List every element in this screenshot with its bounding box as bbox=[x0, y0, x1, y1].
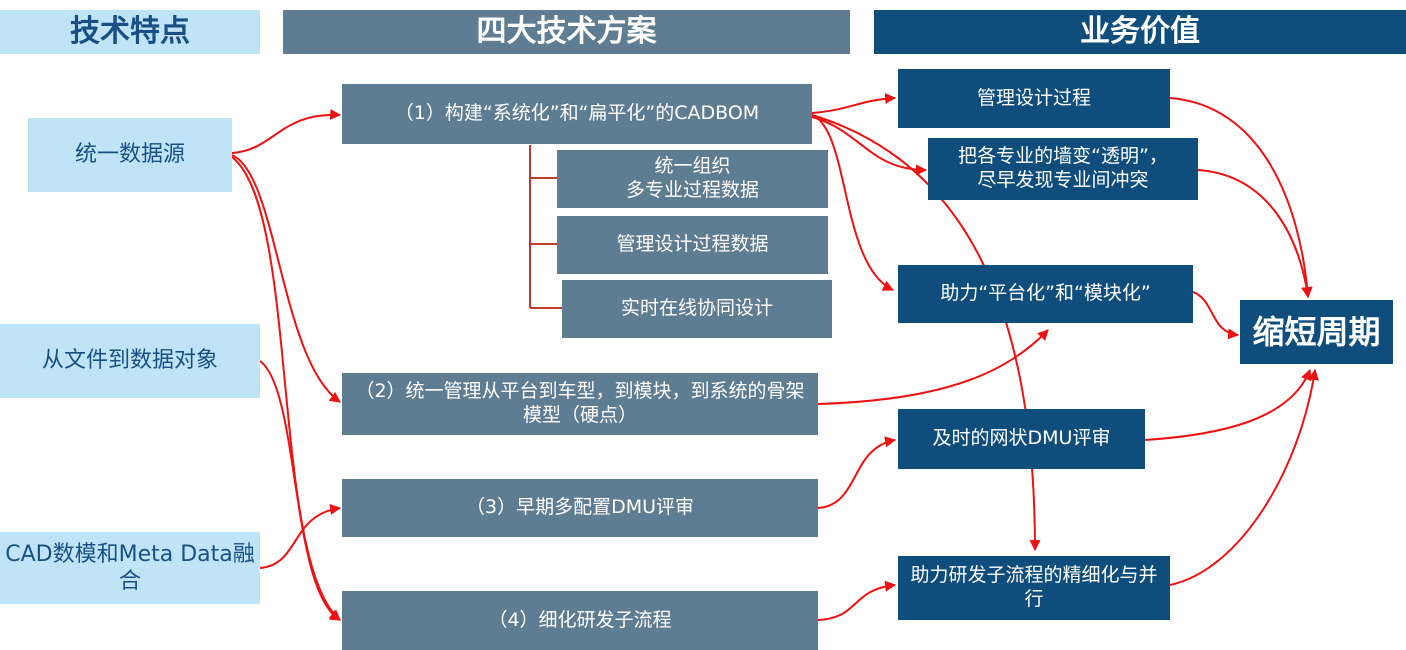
plan1-sub-unified-org: 统一组织 多专业过程数据 bbox=[557, 150, 828, 208]
arrow-feature2-plan4 bbox=[259, 360, 341, 621]
feature-file-to-data-object: 从文件到数据对象 bbox=[0, 324, 260, 398]
header-four-plans: 四大技术方案 bbox=[283, 10, 850, 54]
plan-1-cadbom: （1）构建“系统化”和“扁平化”的CADBOM bbox=[342, 84, 812, 144]
plan1-sub-realtime-collab: 实时在线协同设计 bbox=[562, 280, 832, 338]
plan-2-skeleton-model: （2）统一管理从平台到车型，到模块，到系统的骨架模型（硬点） bbox=[342, 373, 818, 435]
feature-unified-data-source: 统一数据源 bbox=[28, 118, 232, 192]
header-business-value: 业务价值 bbox=[874, 10, 1406, 54]
arrow-value2-outcome bbox=[1197, 169, 1313, 299]
arrow-feature3-plan3 bbox=[259, 503, 342, 569]
arrow-value4-outcome bbox=[1144, 368, 1312, 441]
arrow-plan1-value2 bbox=[811, 116, 928, 176]
value-transparent-walls: 把各专业的墙变“透明”， 尽早发现专业间冲突 bbox=[928, 138, 1198, 200]
outcome-shorten-cycle: 缩短周期 bbox=[1240, 300, 1393, 364]
plan-4-refine-subprocess: （4）细化研发子流程 bbox=[342, 591, 818, 650]
arrow-value1-outcome bbox=[1169, 97, 1313, 299]
arrow-feature1-plan4 bbox=[231, 156, 341, 621]
arrow-plan1-value1 bbox=[811, 93, 897, 114]
arrow-value3-outcome bbox=[1192, 291, 1240, 340]
arrow-value5-outcome bbox=[1169, 368, 1319, 586]
value-refine-parallel: 助力研发子流程的精细化与并行 bbox=[898, 556, 1170, 620]
plan1-sub-manage-process-data: 管理设计过程数据 bbox=[557, 216, 828, 274]
plan1-sub-bracket bbox=[529, 145, 562, 309]
value-manage-design-process: 管理设计过程 bbox=[898, 69, 1170, 128]
feature-cad-meta-fusion: CAD数模和Meta Data融合 bbox=[0, 532, 260, 604]
value-platform-modular: 助力“平台化”和“模块化” bbox=[898, 265, 1193, 323]
arrow-plan3-value4 bbox=[817, 436, 897, 509]
arrow-plan1-value3 bbox=[811, 114, 894, 291]
arrow-feature1-plan2 bbox=[231, 154, 341, 403]
arrow-feature1-plan1 bbox=[231, 109, 342, 154]
arrow-plan4-value5 bbox=[817, 580, 897, 621]
value-dmu-review: 及时的网状DMU评审 bbox=[898, 409, 1145, 469]
plan-3-dmu-review: （3）早期多配置DMU评审 bbox=[342, 479, 818, 537]
header-tech-features: 技术特点 bbox=[0, 10, 260, 54]
arrow-plan2-value3 bbox=[817, 329, 1049, 405]
